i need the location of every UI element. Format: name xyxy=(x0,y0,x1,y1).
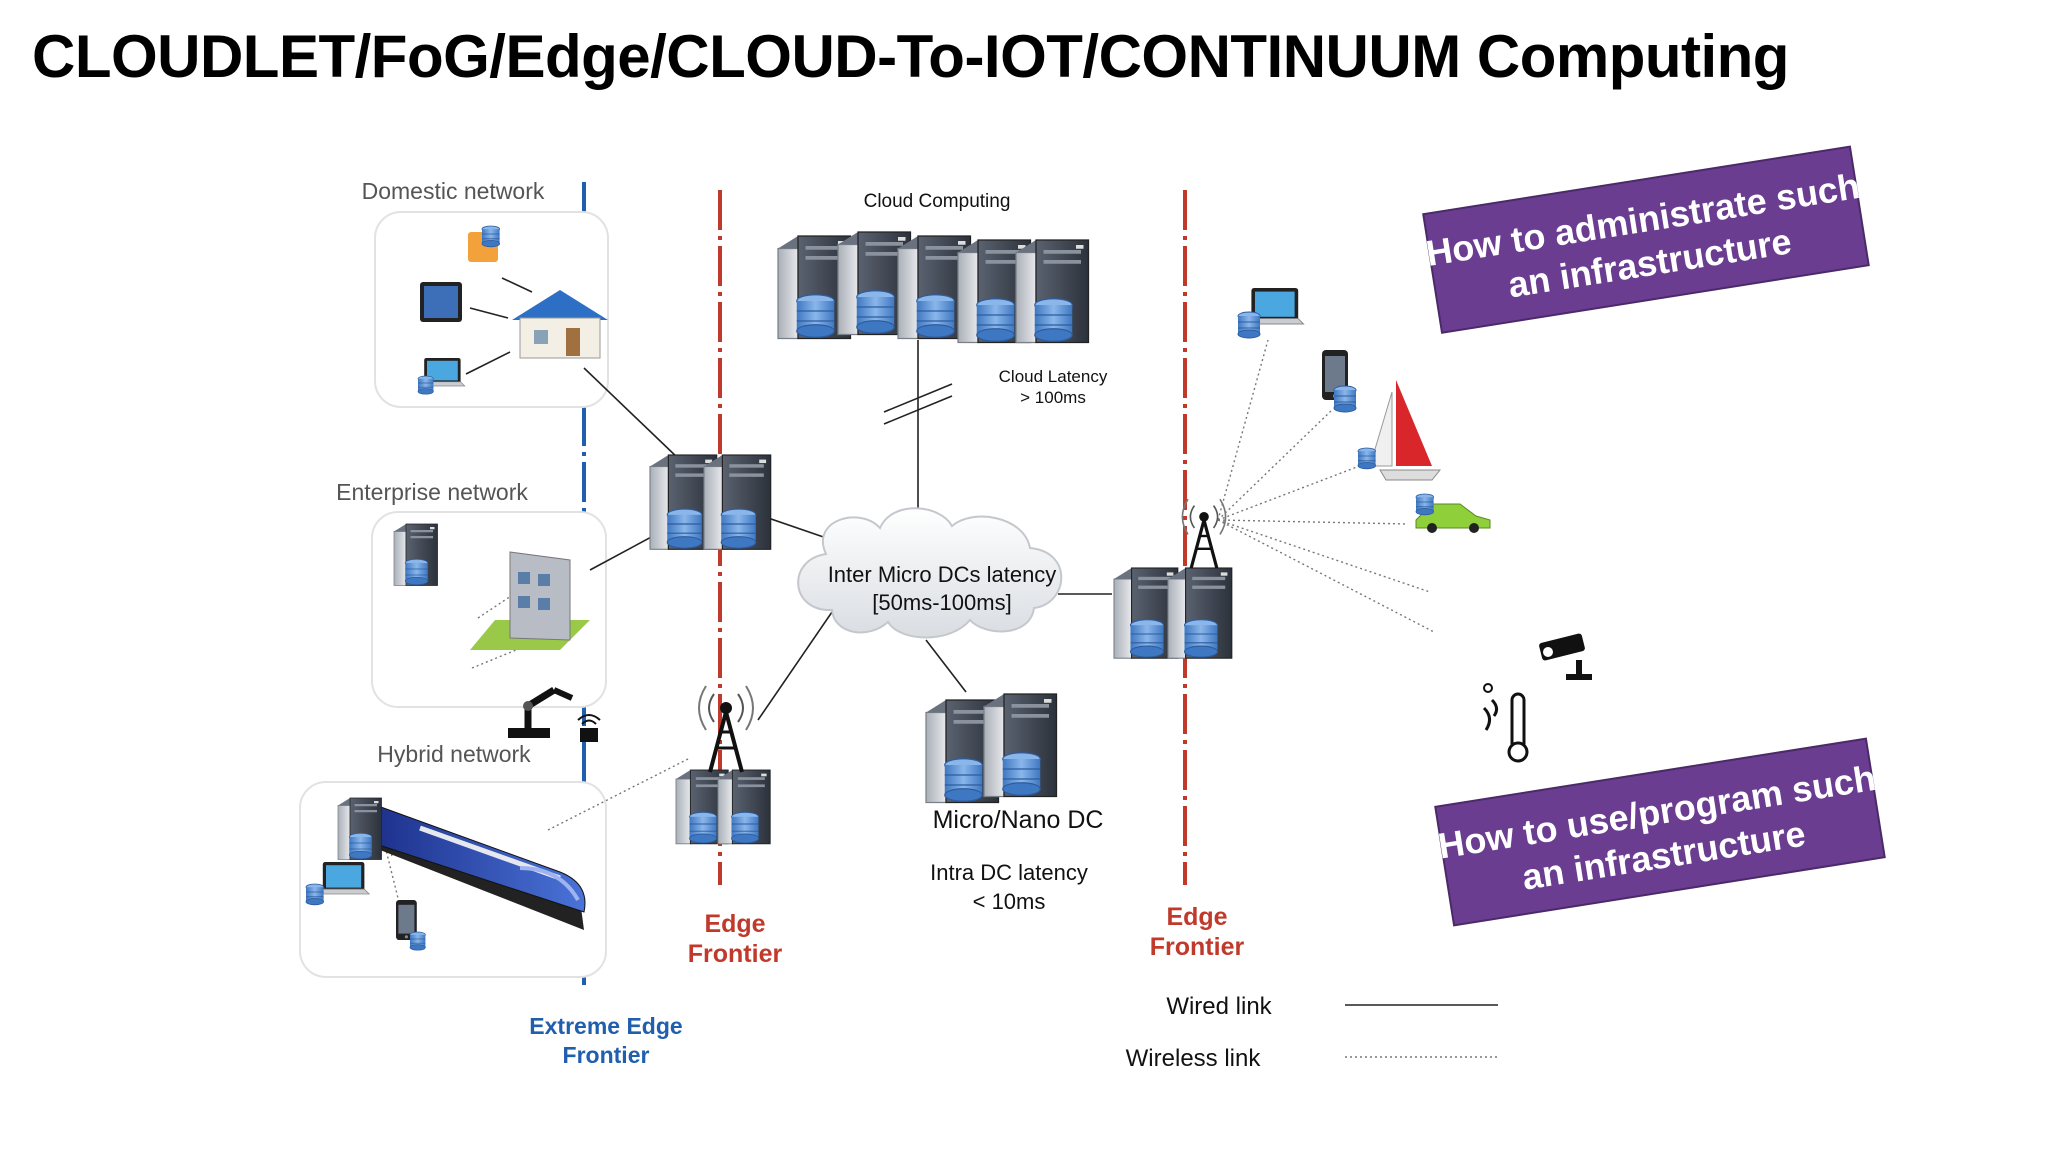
office-building-icon xyxy=(470,551,590,650)
cloud-latency-label: Cloud Latency xyxy=(999,367,1108,386)
edge-frontier-left-label-2: Frontier xyxy=(688,940,783,968)
cloud-datacenter xyxy=(777,231,1090,344)
administrate-banner: How to administrate such an infrastructu… xyxy=(1422,145,1870,334)
house-icon xyxy=(512,290,608,359)
intra-dc-latency-value: < 10ms xyxy=(973,889,1046,914)
enterprise-network-label: Enterprise network xyxy=(336,479,528,505)
database-icon xyxy=(305,883,325,906)
extreme-edge-frontier-label-2: Frontier xyxy=(563,1042,650,1068)
tablet-icon xyxy=(420,282,462,322)
program-banner: How to use/program such an infrastructur… xyxy=(1434,737,1886,927)
edge-server-left-2 xyxy=(703,454,772,550)
database-icon xyxy=(1237,311,1261,339)
wireless-links xyxy=(377,339,1435,907)
antenna-icon xyxy=(1180,497,1228,570)
latency-break-mark xyxy=(883,395,953,425)
laptop-icon xyxy=(317,861,370,895)
inter-dc-cloud-icon xyxy=(797,507,1063,639)
hybrid-server xyxy=(337,797,382,860)
extreme-edge-frontier-label: Extreme Edge xyxy=(529,1013,682,1039)
router-icon xyxy=(468,225,501,262)
latency-break-mark xyxy=(883,383,953,413)
edge-frontier-right-label: Edge xyxy=(1166,903,1227,931)
edge-server-right-2 xyxy=(1167,567,1233,659)
legend-wired-label: Wired link xyxy=(1166,993,1272,1020)
sailboat-icon xyxy=(1369,380,1442,481)
cloud-computing-label: Cloud Computing xyxy=(864,191,1011,212)
inter-dc-latency-label: Inter Micro DCs latency xyxy=(828,562,1057,587)
security-camera-icon xyxy=(1539,633,1592,680)
edge-frontier-right-label-2: Frontier xyxy=(1150,933,1245,961)
train-icon xyxy=(369,805,586,930)
hybrid-network-label: Hybrid network xyxy=(377,741,531,767)
robot-arm-icon xyxy=(508,687,574,738)
inter-dc-latency-value: [50ms-100ms] xyxy=(872,590,1011,615)
database-icon xyxy=(417,375,434,395)
edge-frontier-left-label: Edge xyxy=(704,910,765,938)
thermometer-icon xyxy=(1482,683,1529,763)
legend-wireless-label: Wireless link xyxy=(1126,1045,1262,1072)
antenna-server-2 xyxy=(717,769,771,845)
database-icon xyxy=(409,931,426,951)
cloud-latency-value: > 100ms xyxy=(1020,388,1086,407)
enterprise-server xyxy=(393,523,438,586)
database-icon xyxy=(1333,385,1357,413)
micro-nano-dc-server-2 xyxy=(983,693,1058,798)
database-icon xyxy=(1415,493,1434,516)
intra-dc-latency-label: Intra DC latency xyxy=(930,860,1088,885)
database-icon xyxy=(1357,447,1376,470)
domestic-network-label: Domestic network xyxy=(362,178,545,204)
antenna-icon xyxy=(697,684,755,774)
micro-nano-dc-label: Micro/Nano DC xyxy=(933,806,1104,834)
wifi-box-icon xyxy=(577,714,601,742)
car-icon xyxy=(1415,503,1491,533)
page-title: CLOUDLET/FoG/Edge/CLOUD-To-IOT/CONTINUUM… xyxy=(32,23,1789,90)
